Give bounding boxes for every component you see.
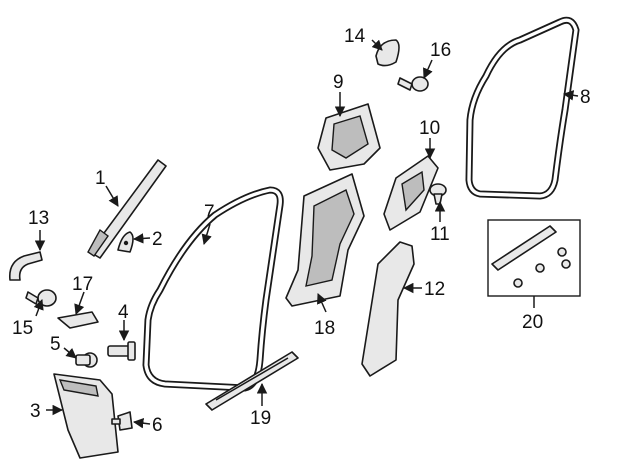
callout-12: 12: [424, 279, 445, 300]
callout-2: 2: [152, 229, 163, 250]
callout-6: 6: [152, 415, 163, 436]
callout-labels: 1 2 3 4 5 6 7 8 9 10 11 12 13 14 15 16 1…: [12, 26, 591, 436]
part-1-a-pillar-trim: [87, 159, 167, 259]
callout-15: 15: [12, 318, 33, 339]
part-12-lock-pillar-trim: [361, 241, 415, 377]
part-11-push-pin: [429, 183, 447, 205]
part-16-screw: [397, 76, 429, 92]
callout-1: 1: [95, 168, 106, 189]
part-17-cover: [57, 311, 99, 329]
callout-18: 18: [314, 318, 335, 339]
part-6-retainer: [111, 411, 133, 431]
callout-5: 5: [50, 334, 61, 355]
part-14-cap: [375, 39, 400, 67]
callout-7: 7: [204, 202, 215, 223]
leader-lines: [33, 39, 579, 429]
part-5-fastener: [75, 352, 98, 368]
part-3-cowl-side-trim: [53, 373, 119, 459]
callout-9: 9: [333, 72, 344, 93]
callout-19: 19: [250, 408, 271, 429]
part-10-quarter-trim: [383, 155, 439, 231]
callout-3: 3: [30, 401, 41, 422]
callout-4: 4: [118, 302, 129, 323]
part-20-scuff-kit: [487, 219, 581, 297]
part-7-front-door-weatherstrip: [142, 186, 284, 392]
callout-13: 13: [28, 208, 49, 229]
part-19-scuff-plate: [205, 351, 299, 411]
callout-11: 11: [430, 224, 450, 245]
callout-8: 8: [580, 87, 591, 108]
callout-10: 10: [419, 118, 440, 139]
part-8-rear-door-weatherstrip: [465, 16, 580, 200]
part-4-bolt: [107, 341, 136, 361]
callout-14: 14: [344, 26, 366, 47]
part-2-clip: [117, 231, 134, 253]
part-9-b-pillar-upper-trim: [317, 103, 381, 171]
callout-17: 17: [72, 274, 93, 295]
callout-16: 16: [430, 40, 451, 61]
part-13-grab-handle: [8, 251, 43, 281]
kit-fastener-icon: [513, 247, 571, 288]
callout-20: 20: [522, 312, 543, 333]
part-18-b-pillar-lower-trim: [285, 173, 365, 307]
